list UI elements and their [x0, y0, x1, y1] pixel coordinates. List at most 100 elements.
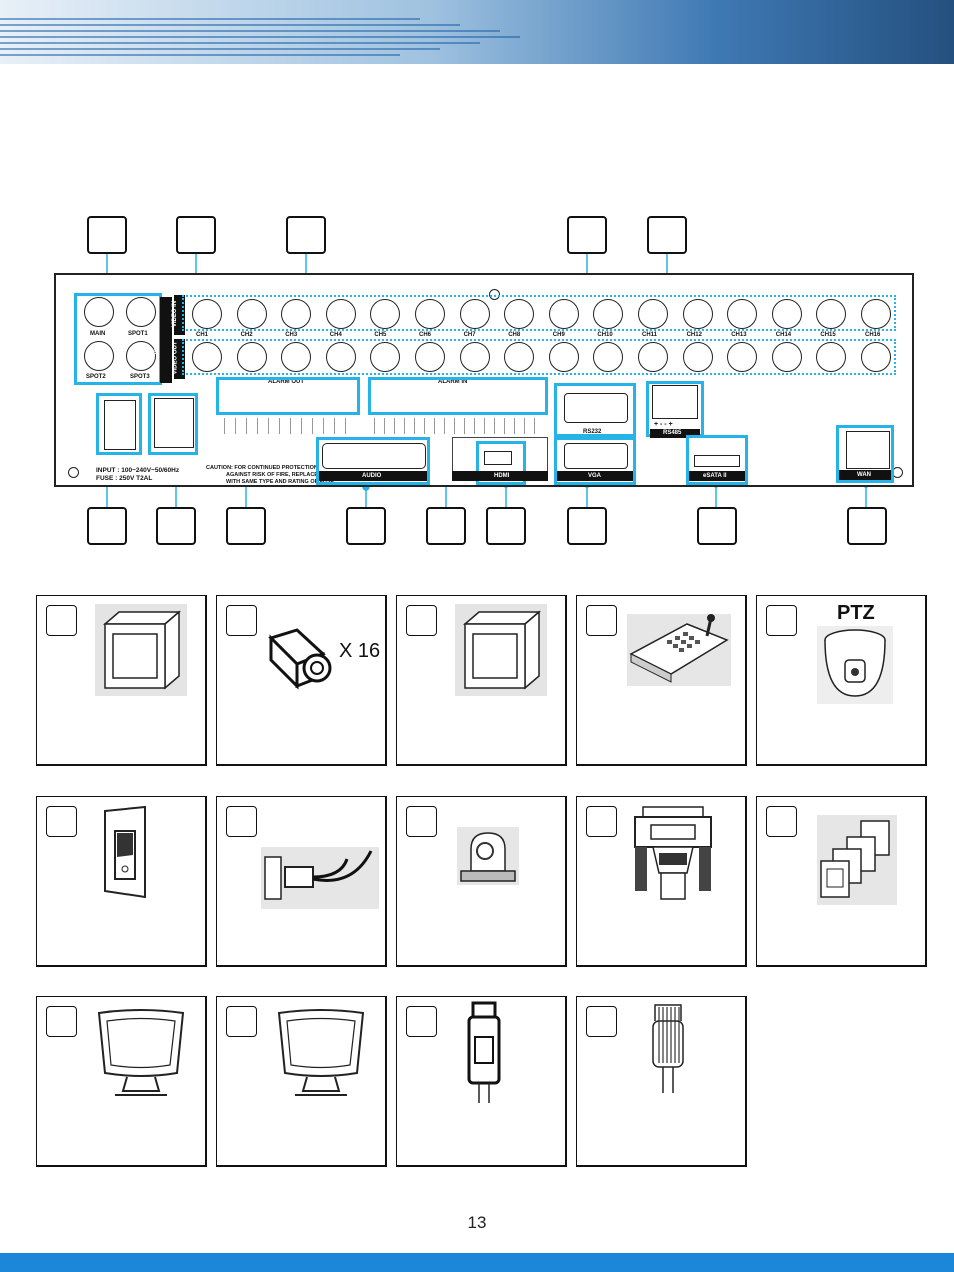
spot-label: SPOT3: [130, 374, 150, 380]
video-in-jack: [682, 299, 713, 329]
video-in-jack: [638, 299, 668, 329]
panel-screw: [489, 289, 500, 300]
tile-number-box: [226, 605, 257, 636]
channel-label: CH4: [329, 332, 342, 338]
tile-number-box: [46, 806, 77, 837]
audio-connector: [322, 443, 426, 469]
tile-ptz-keyboard: [576, 595, 747, 766]
hdmi-label: HDMI: [494, 473, 510, 479]
tile-rj45-cable: [576, 996, 747, 1167]
callout-bottom-6: [486, 507, 526, 545]
video-loop-jack: [548, 342, 579, 372]
rs232-port: [564, 393, 628, 423]
tile-number-box: [766, 806, 797, 837]
callout-top-4: [567, 216, 607, 254]
video-loop-jack: [325, 342, 356, 372]
page-number: 13: [467, 1213, 487, 1232]
callout-bottom-1: [87, 507, 127, 545]
callout-top-5: [647, 216, 687, 254]
channel-label: CH3: [285, 332, 298, 338]
footer-bar: [0, 1253, 954, 1272]
callout-bottom-9: [847, 507, 887, 545]
tile-power-switch: [36, 796, 207, 967]
audio-label: AUDIO: [362, 473, 382, 479]
tile-number-box: [766, 605, 797, 636]
tile-vga-connector: [576, 796, 747, 967]
rs232-highlight: [554, 383, 636, 437]
tile-number-box: [586, 605, 617, 636]
tile-number-box: [406, 1006, 437, 1037]
bnc-jack-spot2: [84, 341, 114, 371]
video-loop-jack: [593, 342, 624, 372]
tile-camera: X 16: [216, 595, 387, 766]
channel-label: CH7: [463, 332, 476, 338]
channel-label: CH1: [196, 332, 209, 338]
video-loop-jack: [192, 342, 222, 372]
channel-label: CH5: [374, 332, 387, 338]
ptz-keyboard-icon: [627, 614, 731, 686]
tile-number-box: [46, 605, 77, 636]
tile-monitor-2: [396, 595, 567, 766]
callout-bottom-4: [346, 507, 386, 545]
power-switch-highlight: [96, 393, 142, 455]
callout-bottom-7: [567, 507, 607, 545]
tile-number-box: [586, 1006, 617, 1037]
vga-highlight: [554, 437, 636, 485]
video-loop-jack: [861, 342, 891, 372]
channel-label: CH13: [731, 332, 747, 338]
tile-monitor: [36, 595, 207, 766]
power-spec: INPUT : 100~240V~50/60Hz: [96, 467, 180, 474]
bnc-jack-spot3: [126, 341, 156, 371]
tile-esata-cable: [396, 996, 567, 1167]
video-loop-jack: [682, 342, 713, 372]
vga-port: [564, 443, 628, 469]
hdmi-port: [484, 451, 512, 465]
video-out-label: VIDEO OUT: [154, 321, 161, 355]
caution-text: AGAINST RISK OF FIRE, REPLACE ONLY: [226, 472, 335, 478]
alarm-out-label: ALARM OUT: [268, 379, 304, 385]
crt-monitor-icon: [95, 604, 187, 696]
power-plug-icon: [261, 847, 379, 909]
callout-bottom-2: [156, 507, 196, 545]
wan-label-bar: [839, 470, 891, 480]
tile-number-box: [226, 1006, 257, 1037]
tile-power-cord: [216, 796, 387, 967]
video-in-jack: [459, 299, 490, 329]
tile-number-box: [586, 806, 617, 837]
channel-label: CH14: [775, 332, 792, 338]
rs485-terminal: [652, 385, 698, 419]
power-switch[interactable]: [104, 400, 136, 450]
video-loop-jack: [816, 342, 847, 372]
video-in-jack: [370, 299, 401, 329]
video-loop-jack: [415, 342, 445, 372]
spot-label: SPOT1: [128, 331, 148, 337]
video-in-vertical-label: [174, 295, 185, 335]
audio-highlight: [316, 437, 430, 485]
channel-label: CH9: [552, 332, 565, 338]
video-loop-row-highlight: [182, 339, 896, 375]
video-loop-jack: [638, 342, 668, 372]
camera-icon: [268, 628, 332, 690]
esata-highlight: [686, 435, 748, 485]
channel-label: CH10: [597, 332, 613, 338]
channel-label: CH2: [240, 332, 253, 338]
video-loop-jack: [504, 342, 535, 372]
bnc-jack-spot1: [126, 297, 156, 327]
channel-label: CH12: [686, 332, 702, 338]
tile-lcd-monitor-2: [216, 996, 387, 1167]
camera-count: X 16: [339, 640, 381, 662]
multi-monitor-icon: [817, 815, 897, 905]
power-inlet-highlight: [148, 393, 198, 455]
ptz-label: PTZ: [837, 602, 875, 624]
alarm-out-highlight: [216, 377, 360, 415]
channel-label: CH6: [419, 332, 432, 338]
esata-port: [694, 455, 740, 467]
esata-plug-icon: [467, 1001, 501, 1103]
video-in-jack: [192, 299, 222, 329]
callout-bottom-3: [226, 507, 266, 545]
channel-label: CH16: [865, 332, 881, 338]
rs485-label-bar: [650, 429, 700, 438]
wan-highlight: [836, 425, 894, 483]
video-in-row-highlight: [182, 295, 896, 331]
tile-ptz-camera: PTZ: [756, 595, 927, 766]
